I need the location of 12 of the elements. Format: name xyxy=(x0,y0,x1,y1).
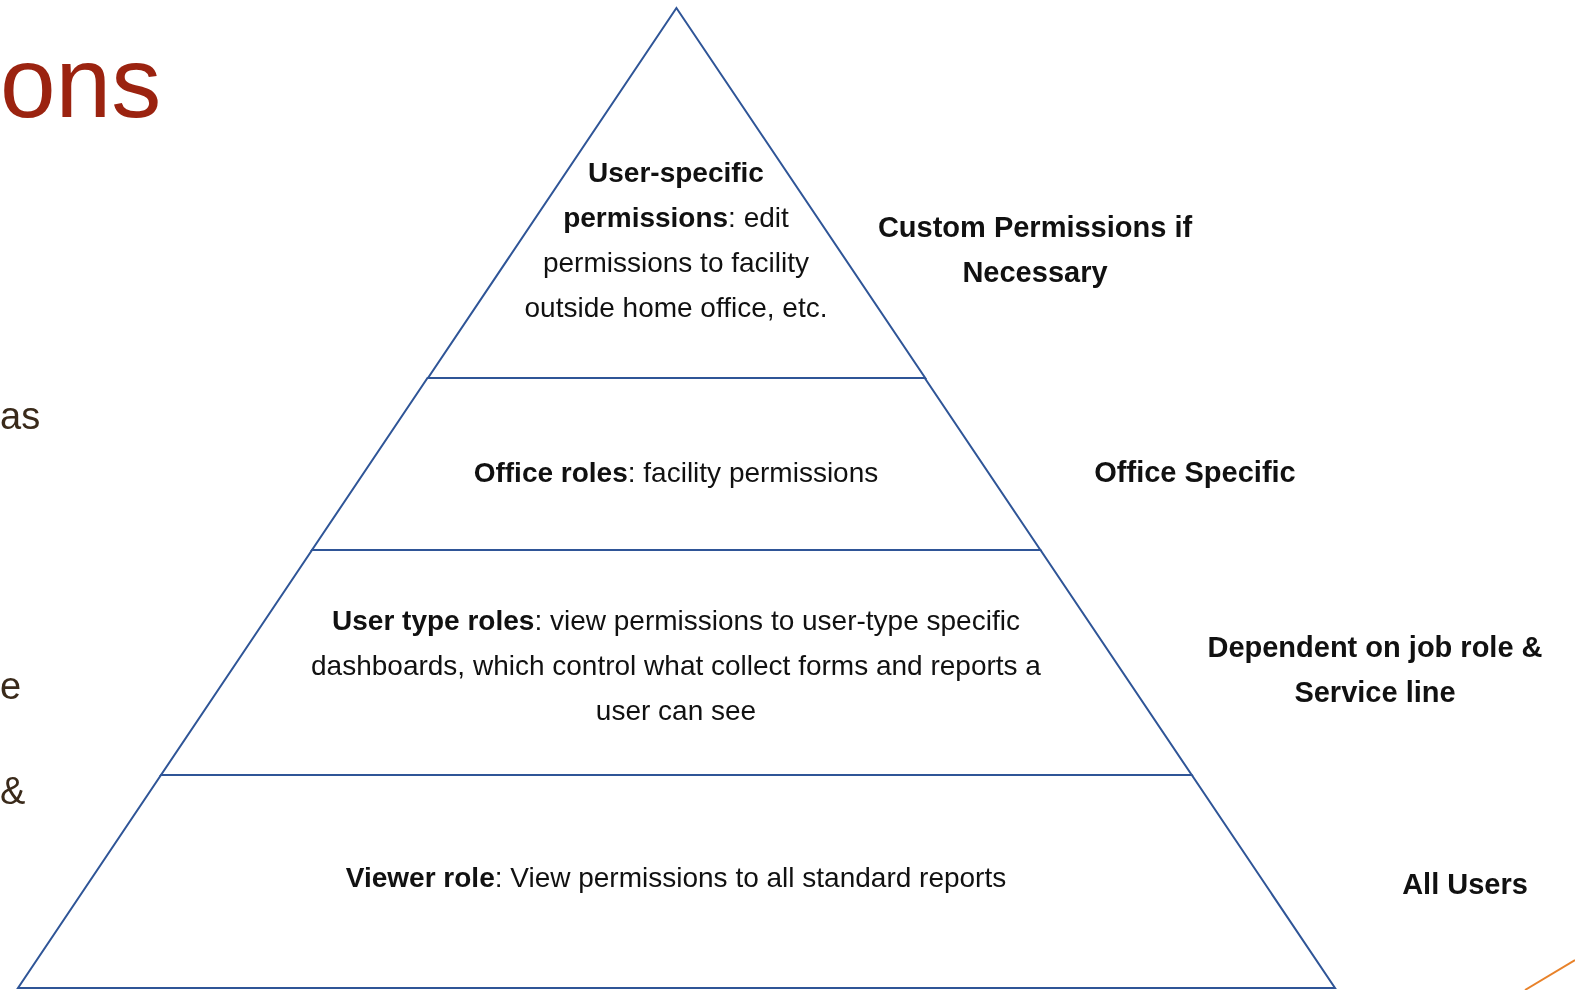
text-fragment: e xyxy=(0,665,22,708)
tier-label: Custom Permissions if Necessary xyxy=(876,210,1194,290)
text-fragment: as xyxy=(0,395,41,438)
tier-description: Office roles: facility permissions xyxy=(472,456,880,490)
tier-label: All Users xyxy=(1401,867,1529,902)
tier-label: Office Specific xyxy=(1093,455,1297,490)
tier-description: User type roles: view permissions to user-type specific dashboards, which control what collect forms and reports a user can see xyxy=(310,604,1042,728)
tier-description: User-specific permissions: edit permissions to facility outside home office, etc. xyxy=(523,156,829,325)
title-fragment: ons xyxy=(0,25,162,140)
text-fragment: & xyxy=(0,770,26,813)
tier-description: Viewer role: View permissions to all standard reports xyxy=(344,861,1008,895)
tier-label: Dependent on job role & Service line xyxy=(1206,630,1544,710)
